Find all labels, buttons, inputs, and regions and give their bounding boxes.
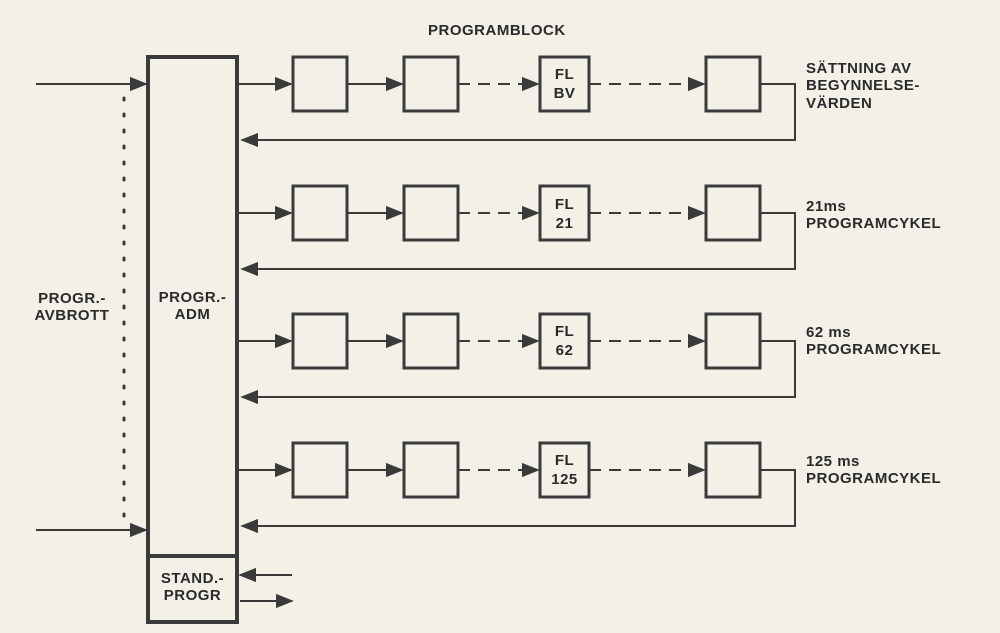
- block-21-2: [402, 184, 460, 242]
- block-125-2: [402, 441, 460, 499]
- flag-block-bv-line1: FL: [554, 66, 575, 83]
- flag-block-62-line1: FL: [554, 323, 575, 340]
- row-bv-desc-line2: BEGYNNELSE-: [806, 77, 920, 95]
- diagram-title: PROGRAMBLOCK: [428, 22, 566, 39]
- row-bv-desc-line3: VÄRDEN: [806, 94, 873, 112]
- interrupt-label-line1: PROGR.-: [38, 290, 106, 307]
- row-21-return-line: [240, 212, 796, 277]
- standby-box: [146, 554, 239, 624]
- standby-label: STAND.- PROGR: [150, 570, 235, 605]
- flag-block-21-line1: FL: [554, 196, 575, 213]
- block-bv-2: [402, 55, 460, 113]
- block-125-1: [291, 441, 349, 499]
- block-bv-last: [704, 55, 762, 113]
- row-21-desc-line2: PROGRAMCYKEL: [806, 215, 942, 233]
- block-21-1: [291, 184, 349, 242]
- interrupt-label: PROGR.- AVBROTT: [26, 290, 118, 325]
- block-62-2: [402, 312, 460, 370]
- row-125-desc-line1: 125 ms: [806, 453, 860, 470]
- flag-block-bv-line2: BV: [553, 84, 576, 102]
- admin-label-line2: ADM: [174, 306, 211, 324]
- flag-block-bv-label: FL BV: [541, 66, 588, 104]
- row-bv-desc-line1: SÄTTNING AV: [806, 60, 912, 77]
- row-62-desc-line1: 62 ms: [806, 324, 852, 341]
- row-21-description: 21ms PROGRAMCYKEL: [806, 198, 941, 233]
- row-21-desc-line1: 21ms: [806, 198, 847, 215]
- block-bv-1: [291, 55, 349, 113]
- block-62-last: [704, 312, 762, 370]
- row-125-desc-line2: PROGRAMCYKEL: [806, 470, 942, 488]
- row-62-desc-line2: PROGRAMCYKEL: [806, 341, 942, 359]
- flag-block-21-line2: 21: [555, 214, 574, 232]
- block-21-last: [704, 184, 762, 242]
- flag-block-125-line2: 125: [551, 470, 578, 488]
- flag-block-62-label: FL 62: [541, 323, 588, 361]
- flag-block-62-line2: 62: [555, 341, 574, 359]
- row-62-return-line: [240, 340, 796, 405]
- flag-block-125-line1: FL: [554, 452, 575, 469]
- flag-block-125-label: FL 125: [541, 452, 588, 490]
- row-125-description: 125 ms PROGRAMCYKEL: [806, 453, 941, 488]
- row-bv-description: SÄTTNING AV BEGYNNELSE- VÄRDEN: [806, 60, 920, 112]
- flag-block-21-label: FL 21: [541, 196, 588, 234]
- interrupt-label-line2: AVBROTT: [34, 307, 110, 325]
- row-62-description: 62 ms PROGRAMCYKEL: [806, 324, 941, 359]
- row-125-return-line: [240, 469, 796, 534]
- standby-label-line1: STAND.-: [160, 570, 225, 587]
- admin-label: PROGR.- ADM: [150, 289, 235, 324]
- admin-label-line1: PROGR.-: [158, 289, 227, 306]
- standby-label-line2: PROGR: [163, 587, 222, 605]
- row-bv-return-line: [240, 83, 796, 148]
- block-62-1: [291, 312, 349, 370]
- block-125-last: [704, 441, 762, 499]
